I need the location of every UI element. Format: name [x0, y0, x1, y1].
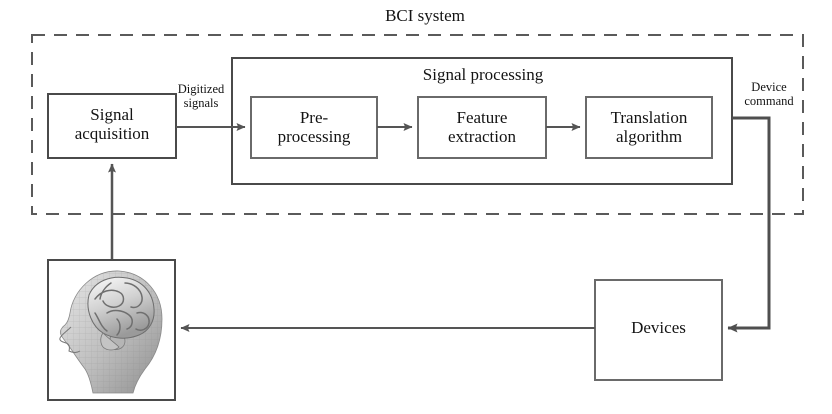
- translation-algorithm-box: [585, 96, 713, 159]
- bci-system-boundary: [31, 34, 804, 215]
- digitized-signals-label: Digitized signals: [177, 82, 225, 111]
- devices-label: Devices: [631, 318, 686, 337]
- head-brain-image: [47, 259, 176, 401]
- translation-algorithm-label: Translation algorithm: [610, 108, 688, 147]
- signal-processing-group-label: Signal processing: [422, 65, 544, 84]
- feature-extraction-label: Feature extraction: [448, 108, 516, 147]
- signal-acquisition-label: Signal acquisition: [74, 105, 150, 144]
- pre-processing-box: [250, 96, 378, 159]
- signal-acquisition-box: [47, 93, 177, 159]
- edge-device-command: [727, 116, 771, 333]
- devices-box: [594, 279, 723, 381]
- diagram-title: BCI system: [385, 6, 465, 25]
- device-command-label: Device command: [744, 80, 794, 109]
- pre-processing-label: Pre- processing: [277, 108, 351, 147]
